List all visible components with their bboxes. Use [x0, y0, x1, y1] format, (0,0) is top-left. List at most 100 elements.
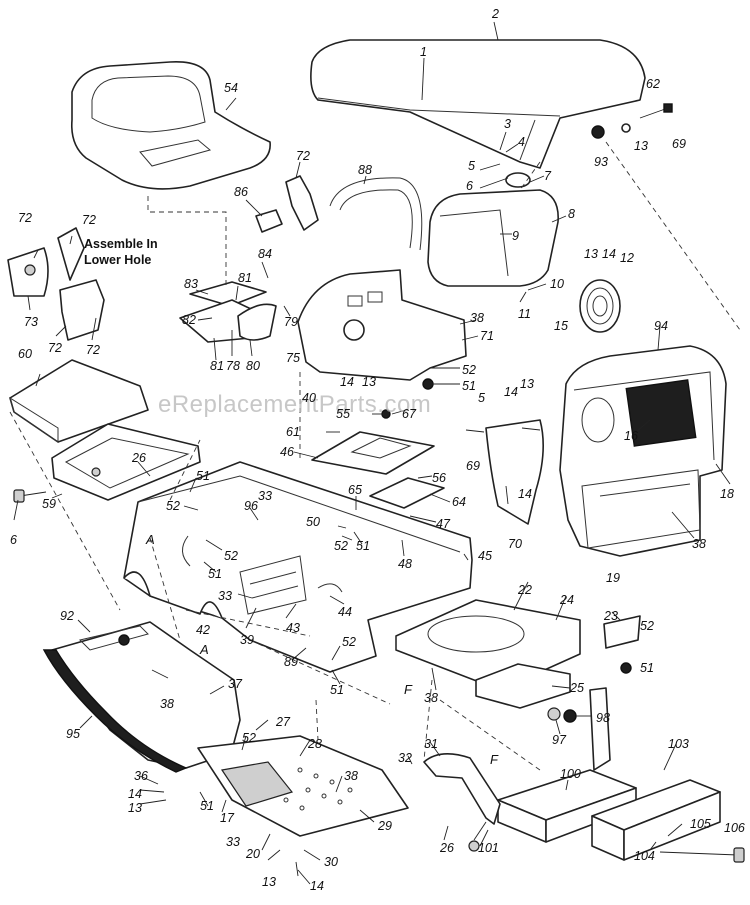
shelf-part [311, 431, 445, 509]
part-number: 25 [569, 681, 584, 695]
part-number: 19 [606, 571, 620, 585]
part-number: 56 [432, 471, 446, 485]
part-number: 24 [559, 593, 574, 607]
part-number: 52 [334, 539, 348, 553]
part-number: 38 [470, 311, 484, 325]
callout-a-lower: A [199, 642, 209, 657]
part-number: 14 [602, 247, 616, 261]
part-number: 69 [672, 137, 686, 151]
part-number: 51 [200, 799, 214, 813]
step-plate-part [197, 735, 409, 837]
part-number: 26 [439, 841, 454, 855]
part-number: 20 [245, 847, 260, 861]
part-number: 83 [184, 277, 198, 291]
part-number: 72 [18, 211, 32, 225]
part-number: 52 [462, 363, 476, 377]
part-numbers: 2 1 62 54 3 4 13 69 72 88 5 93 7 6 86 8 … [10, 7, 745, 893]
part-number: 9 [512, 229, 519, 243]
bracket-23-part [603, 615, 641, 649]
part-number: 46 [280, 445, 294, 459]
part-number: 71 [480, 329, 494, 343]
bracket-part [7, 227, 105, 341]
part-number: 37 [228, 677, 243, 691]
part-number: 50 [306, 515, 320, 529]
part-number: 72 [48, 341, 62, 355]
part-number: 61 [286, 425, 300, 439]
part-number: 22 [517, 583, 532, 597]
part-number: 5 [478, 391, 485, 405]
dash-panel-part [297, 177, 467, 381]
assembly-note-line-1: Assemble In [84, 237, 158, 251]
part-number: 47 [436, 517, 451, 531]
part-number: 44 [338, 605, 352, 619]
hood-part [310, 39, 646, 169]
part-number: 51 [356, 539, 370, 553]
part-number: 2 [491, 7, 499, 21]
part-number: 3 [504, 117, 511, 131]
part-number: 82 [182, 313, 196, 327]
part-number: 105 [690, 817, 711, 831]
part-number: 103 [668, 737, 689, 751]
part-number: 72 [82, 213, 96, 227]
part-number: 65 [348, 483, 362, 497]
part-number: 95 [66, 727, 80, 741]
part-number: 81 [238, 271, 252, 285]
part-number: 6 [466, 179, 473, 193]
fender-pan-part [9, 359, 201, 501]
link-arm-part [423, 753, 501, 825]
part-number: 14 [504, 385, 518, 399]
part-number: 13 [634, 139, 648, 153]
part-number: 88 [358, 163, 372, 177]
part-number: 94 [654, 319, 668, 333]
part-number: 16 [624, 429, 638, 443]
callout-f-right: F [490, 752, 499, 767]
part-number: 39 [240, 633, 254, 647]
part-number: 72 [296, 149, 310, 163]
part-number: 38 [424, 691, 438, 705]
frame-part [123, 461, 473, 673]
part-number: 81 [210, 359, 224, 373]
part-number: 6 [10, 533, 17, 547]
part-number: 26 [131, 451, 146, 465]
part-number: 14 [128, 787, 142, 801]
part-number: 10 [550, 277, 564, 291]
part-number: 7 [544, 169, 552, 183]
part-number: 12 [620, 251, 634, 265]
part-number: 40 [302, 391, 316, 405]
part-number: 97 [552, 733, 567, 747]
part-number: 51 [196, 469, 210, 483]
footboard-part [42, 621, 241, 773]
part-number: 54 [224, 81, 238, 95]
part-number: 43 [286, 621, 300, 635]
part-number: 45 [478, 549, 492, 563]
part-number: 14 [340, 375, 354, 389]
watermark: eReplacementParts.com [158, 391, 431, 418]
part-number: 67 [402, 407, 417, 421]
part-number: 5 [468, 159, 475, 173]
part-number: 33 [226, 835, 240, 849]
part-number: 13 [584, 247, 598, 261]
part-number: 96 [244, 499, 258, 513]
part-number: 51 [208, 567, 222, 581]
part-number: 86 [234, 185, 248, 199]
fasteners [13, 103, 745, 863]
part-number: 14 [310, 879, 324, 893]
part-number: 13 [362, 375, 376, 389]
part-number: 15 [554, 319, 568, 333]
part-number: 38 [344, 769, 358, 783]
axle-part [497, 687, 721, 861]
part-number: 29 [377, 819, 392, 833]
part-number: 69 [466, 459, 480, 473]
part-number: 13 [262, 875, 276, 889]
part-number: 92 [60, 609, 74, 623]
part-number: 75 [286, 351, 300, 365]
part-number: 32 [398, 751, 412, 765]
part-number: 51 [330, 683, 344, 697]
part-number: 84 [258, 247, 272, 261]
part-number: 4 [518, 135, 525, 149]
part-number: 17 [220, 811, 235, 825]
part-number: 89 [284, 655, 298, 669]
part-number: 30 [324, 855, 338, 869]
part-number: 42 [196, 623, 210, 637]
